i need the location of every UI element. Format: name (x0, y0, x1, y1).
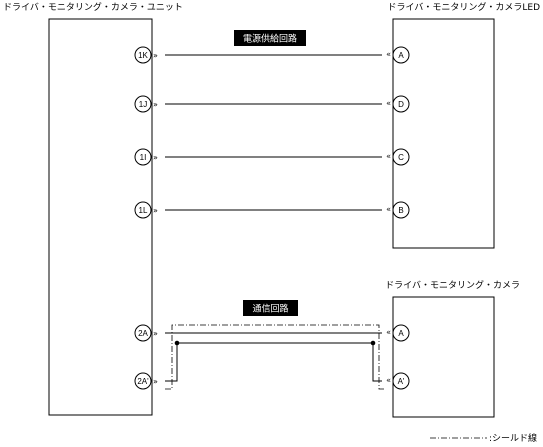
power-circuit-label: 電源供給回路 (243, 33, 297, 45)
junction-dot-left (174, 340, 180, 346)
right-bottom-pins: » A » A' (386, 324, 410, 390)
pin-circle (134, 95, 152, 113)
connector-chevron-icon: » (153, 153, 158, 162)
power-circuit-tag (234, 30, 306, 46)
pin-label-1j: 1J (139, 100, 147, 109)
right-top-unit-title: ドライバ・モニタリング・カメラLED (388, 1, 541, 13)
shield-wire (165, 324, 386, 390)
pin-label-1l: 1L (139, 206, 148, 215)
left-unit-title: ドライバ・モニタリング・カメラ・ユニット (3, 1, 183, 13)
connector-chevron-icon: » (153, 51, 158, 60)
pin-circle (134, 201, 152, 219)
connector-chevron-icon: » (386, 99, 391, 108)
legend-label: :シールド線 (489, 432, 537, 444)
pin-label-a-prime: A' (398, 377, 405, 386)
pin-label-b: B (398, 206, 403, 215)
connector-chevron-icon: » (386, 376, 391, 385)
comm-circuit-label: 通信回路 (252, 303, 288, 315)
junction-dot-right (370, 340, 376, 346)
connector-chevron-icon: » (153, 329, 158, 338)
power-wires (165, 54, 382, 211)
connector-chevron-icon: » (153, 377, 158, 386)
pin-circle (134, 148, 152, 166)
legend: :シールド線 (430, 432, 537, 444)
connector-chevron-icon: » (153, 206, 158, 215)
pin-label-a: A (398, 329, 404, 338)
pin-circle (392, 324, 410, 342)
pin-label-a: A (398, 51, 404, 60)
comm-wires (165, 324, 386, 390)
pin-circle (392, 201, 410, 219)
connector-chevron-icon: » (386, 205, 391, 214)
pin-circle (392, 372, 410, 390)
pin-circle (134, 324, 152, 342)
right-top-unit-box (392, 18, 495, 249)
pin-label-d: D (398, 100, 404, 109)
wire-2a-prime (165, 342, 382, 382)
pin-circle (392, 148, 410, 166)
pin-label-c: C (398, 153, 404, 162)
pin-label-2a-prime: 2A' (137, 377, 149, 386)
left-pins: 1K » 1J » 1I » 1L » 2A » 2A' » (134, 46, 158, 390)
pin-circle (134, 46, 152, 64)
pin-circle (134, 372, 152, 390)
connector-chevron-icon: » (386, 50, 391, 59)
pin-circle (392, 95, 410, 113)
connector-chevron-icon: » (386, 152, 391, 161)
right-bottom-unit-title: ドライバ・モニタリング・カメラ (385, 279, 520, 291)
pin-label-1k: 1K (138, 51, 148, 60)
pin-label-1i: 1I (140, 153, 147, 162)
left-unit-box (48, 18, 153, 416)
pin-label-2a: 2A (138, 329, 148, 338)
connector-chevron-icon: » (153, 100, 158, 109)
right-top-pins: » A » D » C » B (386, 46, 410, 219)
right-bottom-unit-box (392, 296, 495, 418)
connector-chevron-icon: » (386, 328, 391, 337)
comm-circuit-tag (243, 300, 298, 316)
pin-circle (392, 46, 410, 64)
